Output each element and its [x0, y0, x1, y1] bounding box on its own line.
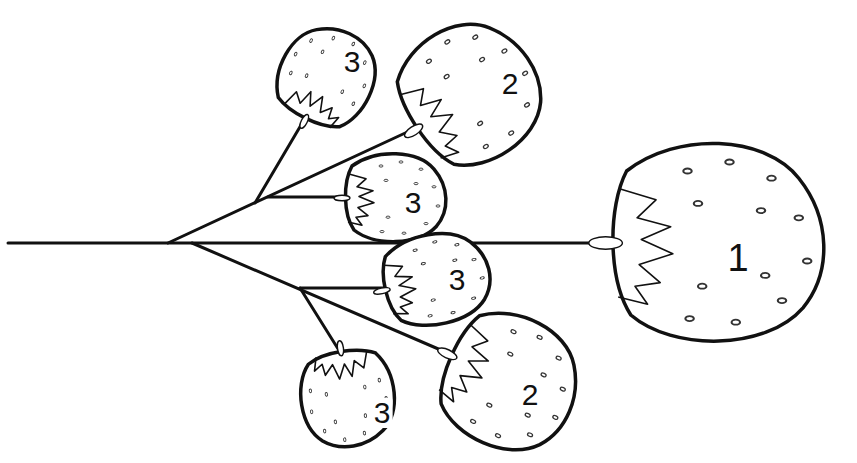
callout-number: 3	[342, 47, 363, 77]
callout-number: 2	[520, 380, 541, 410]
callout-number: 3	[372, 398, 393, 428]
callout-number: 2	[500, 69, 521, 99]
callout-number: 1	[725, 239, 750, 277]
callout-number: 3	[447, 265, 468, 295]
callout-number: 3	[403, 188, 424, 218]
